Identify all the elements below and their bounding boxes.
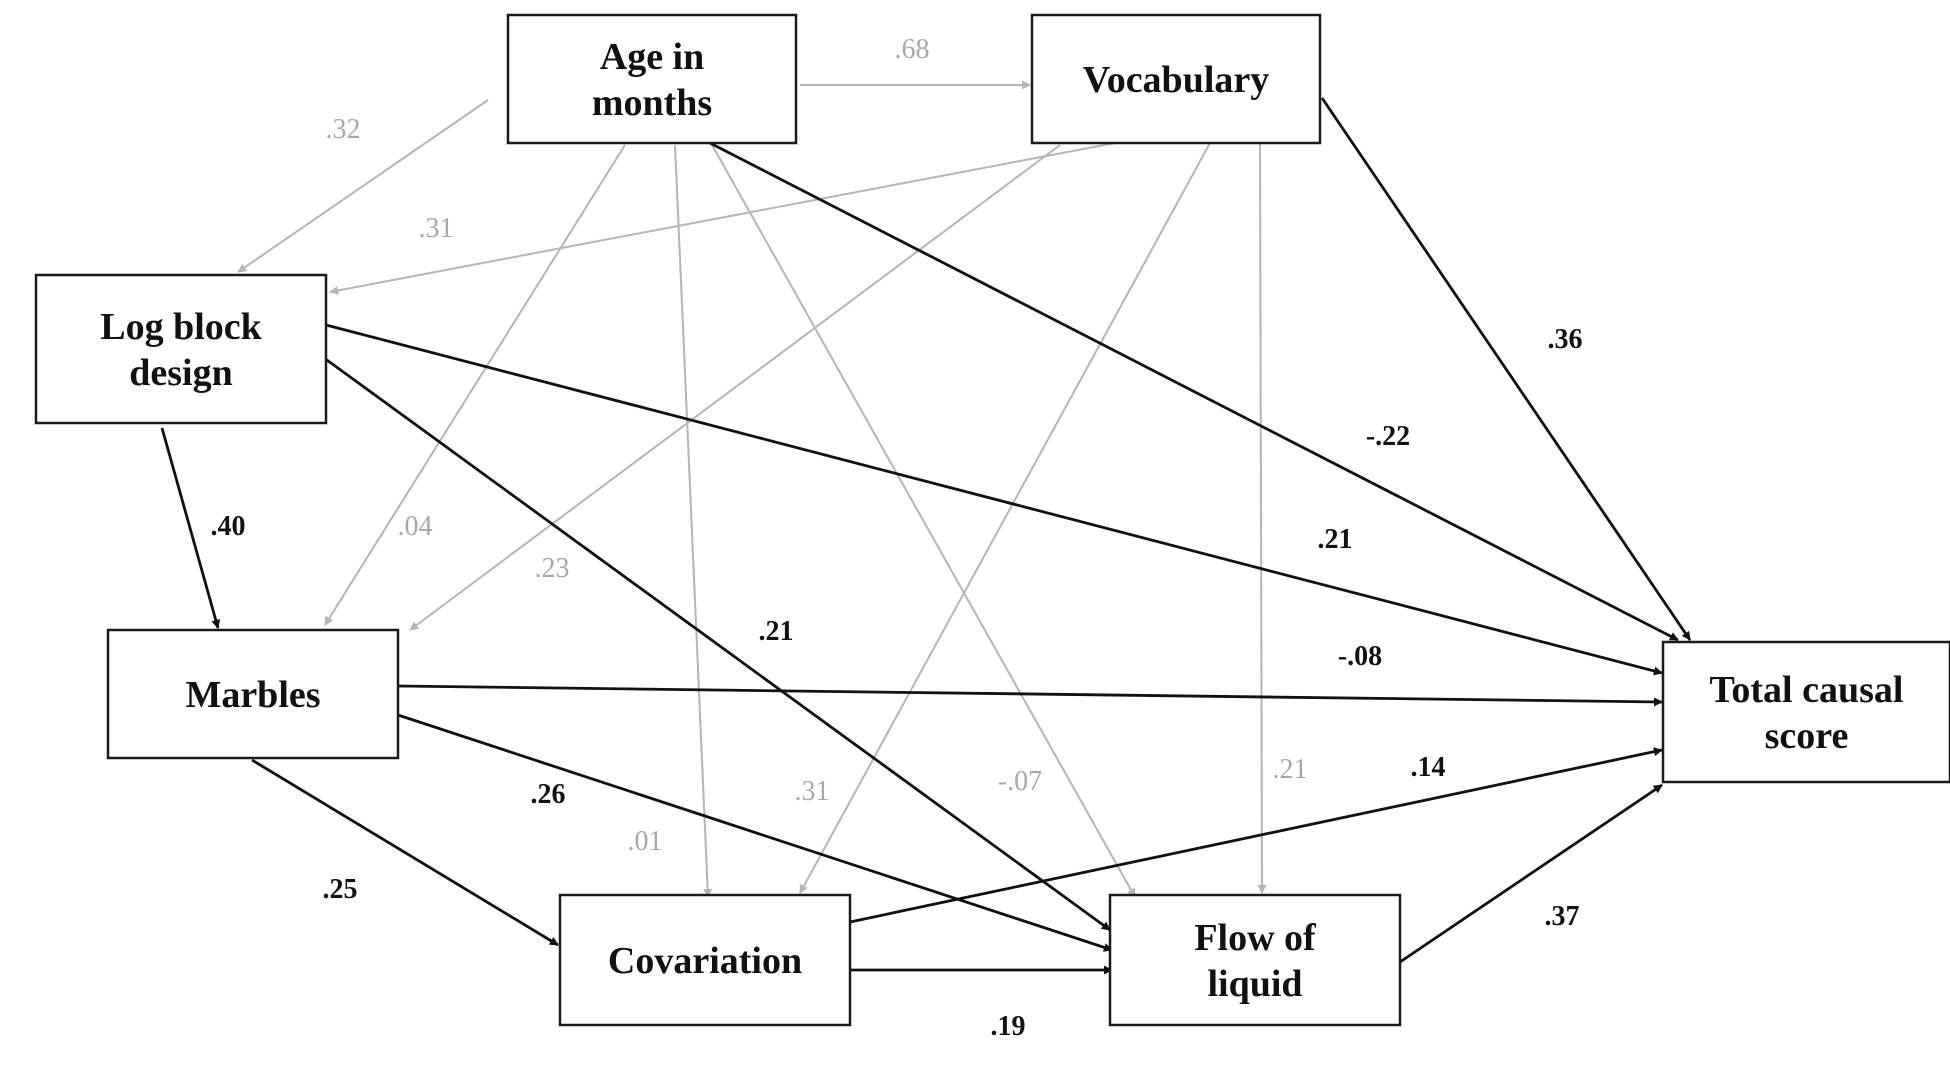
path-arrow-log-marb	[160, 427, 221, 629]
coefficient-label-age-cov: .01	[628, 826, 663, 857]
coefficient-label-age-flow: -.07	[998, 766, 1042, 797]
node-vocab: Vocabulary	[1030, 13, 1322, 145]
path-arrow-vocab-flow	[1257, 142, 1267, 894]
node-marb: Marbles	[106, 628, 400, 760]
node-label-total-line2: score	[1765, 715, 1849, 757]
coefficient-label-vocab-total: .36	[1548, 324, 1583, 355]
coefficient-label-marb-total: -.08	[1338, 641, 1382, 672]
path-arrow-age-log	[237, 99, 489, 273]
path-arrow-marb-flow	[397, 713, 1113, 952]
path-arrow-age-flow	[711, 144, 1136, 898]
edges-layer	[160, 80, 1692, 975]
path-arrow-marb-total	[397, 684, 1663, 707]
node-label-age-line2: months	[592, 82, 712, 124]
coefficient-label-vocab-marb: .23	[535, 553, 570, 584]
coefficient-label-marb-flow: .26	[531, 779, 566, 810]
path-arrow-log-flow	[319, 353, 1111, 932]
path-arrow-vocab-total	[1320, 97, 1692, 641]
path-arrow-vocab-cov	[799, 142, 1211, 894]
node-label-flow-line2: liquid	[1207, 963, 1302, 1005]
node-box-marb	[106, 628, 400, 760]
node-label-log-line1: Log block	[100, 306, 262, 348]
node-box-log	[34, 273, 328, 425]
path-arrow-log-total	[325, 323, 1663, 676]
path-arrow-vocab-marb	[409, 144, 1061, 631]
coefficient-label-log-marb: .40	[211, 511, 246, 542]
node-box-cov	[558, 893, 852, 1027]
node-box-vocab	[1030, 13, 1322, 145]
node-label-marb-line1: Marbles	[185, 674, 320, 716]
coefficient-label-vocab-flow: .21	[1273, 754, 1308, 785]
node-cov: Covariation	[558, 893, 852, 1027]
coefficient-label-vocab-log: .31	[419, 213, 454, 244]
coefficient-labels: .68 .32 .31 .04 .23 .01 -.07 .31 .21 -.22 .36 .40 .2…	[211, 34, 1583, 1042]
coefficient-label-flow-total: .37	[1545, 901, 1580, 932]
node-label-cov-line1: Covariation	[608, 940, 802, 982]
node-box-age	[506, 13, 798, 145]
path-arrow-flow-total	[1399, 783, 1663, 964]
coefficient-label-age-total: -.22	[1366, 421, 1410, 452]
coefficient-label-cov-total: .14	[1411, 752, 1446, 783]
node-label-flow-line1: Flow of	[1194, 917, 1317, 959]
path-arrow-marb-cov	[251, 758, 559, 947]
path-arrow-age-marb	[324, 144, 626, 626]
node-label-age-line1: Age in	[600, 36, 705, 78]
node-label-total-line1: Total causal	[1710, 669, 1904, 711]
coefficient-label-age-log: .32	[326, 114, 361, 145]
coefficient-label-cov-flow: .19	[991, 1011, 1026, 1042]
coefficient-label-marb-cov: .25	[323, 874, 358, 905]
node-label-vocab-line1: Vocabulary	[1083, 59, 1270, 101]
coefficient-label-vocab-cov: .31	[795, 776, 830, 807]
coefficient-label-age-marb: .04	[398, 511, 433, 542]
node-box-flow	[1108, 893, 1402, 1027]
path-arrow-age-total	[709, 141, 1679, 642]
coefficient-label-log-flow: .21	[759, 616, 794, 647]
coefficient-label-age-vocab: .68	[895, 34, 930, 65]
coefficient-label-log-total: .21	[1318, 524, 1353, 555]
node-label-log-line2: design	[129, 352, 232, 394]
path-arrow-vocab-log	[329, 142, 1116, 295]
path-arrow-cov-total	[849, 747, 1663, 924]
node-box-total	[1661, 640, 1950, 784]
path-arrow-age-cov	[674, 144, 713, 898]
